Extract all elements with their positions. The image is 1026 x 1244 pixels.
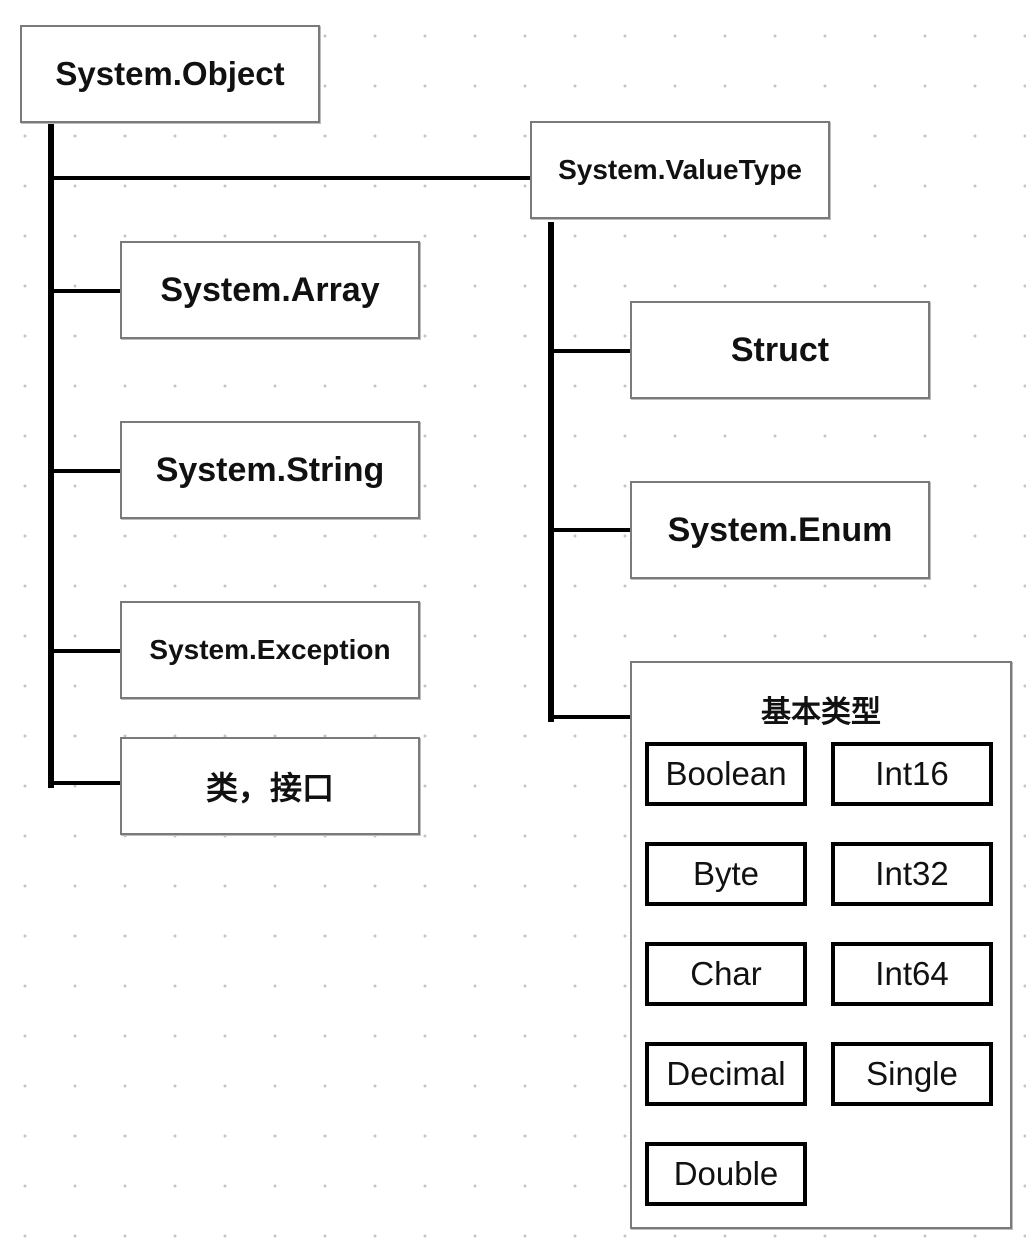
- connector-class-interface: [54, 781, 121, 785]
- system-enum-node: System.Enum: [630, 481, 930, 579]
- connector-string: [54, 469, 121, 473]
- type-byte-label: Byte: [692, 855, 760, 892]
- type-int64: Int64: [831, 942, 993, 1006]
- system-valuetype-node: System.ValueType: [530, 121, 830, 219]
- connector-struct: [554, 349, 634, 353]
- system-enum-label: System.Enum: [667, 510, 893, 549]
- class-interface-node: 类，接口: [120, 737, 420, 835]
- system-valuetype-label: System.ValueType: [558, 154, 802, 185]
- connector-basic-types: [554, 715, 634, 719]
- type-double: Double: [645, 1142, 807, 1206]
- valuetype-trunk-line: [548, 222, 554, 722]
- system-string-label: System.String: [155, 450, 385, 489]
- connector-array: [54, 289, 121, 293]
- type-byte: Byte: [645, 842, 807, 906]
- type-int16-label: Int16: [875, 755, 949, 792]
- type-int32: Int32: [831, 842, 993, 906]
- type-int16: Int16: [831, 742, 993, 806]
- basic-types-group: 基本类型 Boolean Int16 Byte Int32 Char Int64…: [630, 661, 1012, 1229]
- connector-object-valuetype: [54, 176, 530, 180]
- system-array-node: System.Array: [120, 241, 420, 339]
- type-boolean-label: Boolean: [665, 755, 787, 792]
- system-array-label: System.Array: [160, 270, 380, 309]
- connector-exception: [54, 649, 121, 653]
- struct-node: Struct: [630, 301, 930, 399]
- type-double-label: Double: [673, 1155, 779, 1192]
- type-decimal: Decimal: [645, 1042, 807, 1106]
- struct-label: Struct: [730, 330, 830, 369]
- type-int64-label: Int64: [875, 955, 949, 992]
- type-char-label: Char: [690, 955, 762, 992]
- connector-enum: [554, 528, 634, 532]
- system-object-node: System.Object: [20, 25, 320, 123]
- class-interface-label: 类，接口: [205, 769, 334, 807]
- type-single: Single: [831, 1042, 993, 1106]
- type-boolean: Boolean: [645, 742, 807, 806]
- type-single-label: Single: [866, 1055, 958, 1092]
- type-char: Char: [645, 942, 807, 1006]
- system-exception-node: System.Exception: [120, 601, 420, 699]
- system-object-label: System.Object: [55, 55, 285, 92]
- type-int32-label: Int32: [875, 855, 949, 892]
- object-trunk-line: [48, 122, 54, 788]
- type-decimal-label: Decimal: [666, 1055, 786, 1092]
- system-exception-label: System.Exception: [149, 634, 391, 665]
- basic-types-title: 基本类型: [761, 695, 881, 730]
- system-string-node: System.String: [120, 421, 420, 519]
